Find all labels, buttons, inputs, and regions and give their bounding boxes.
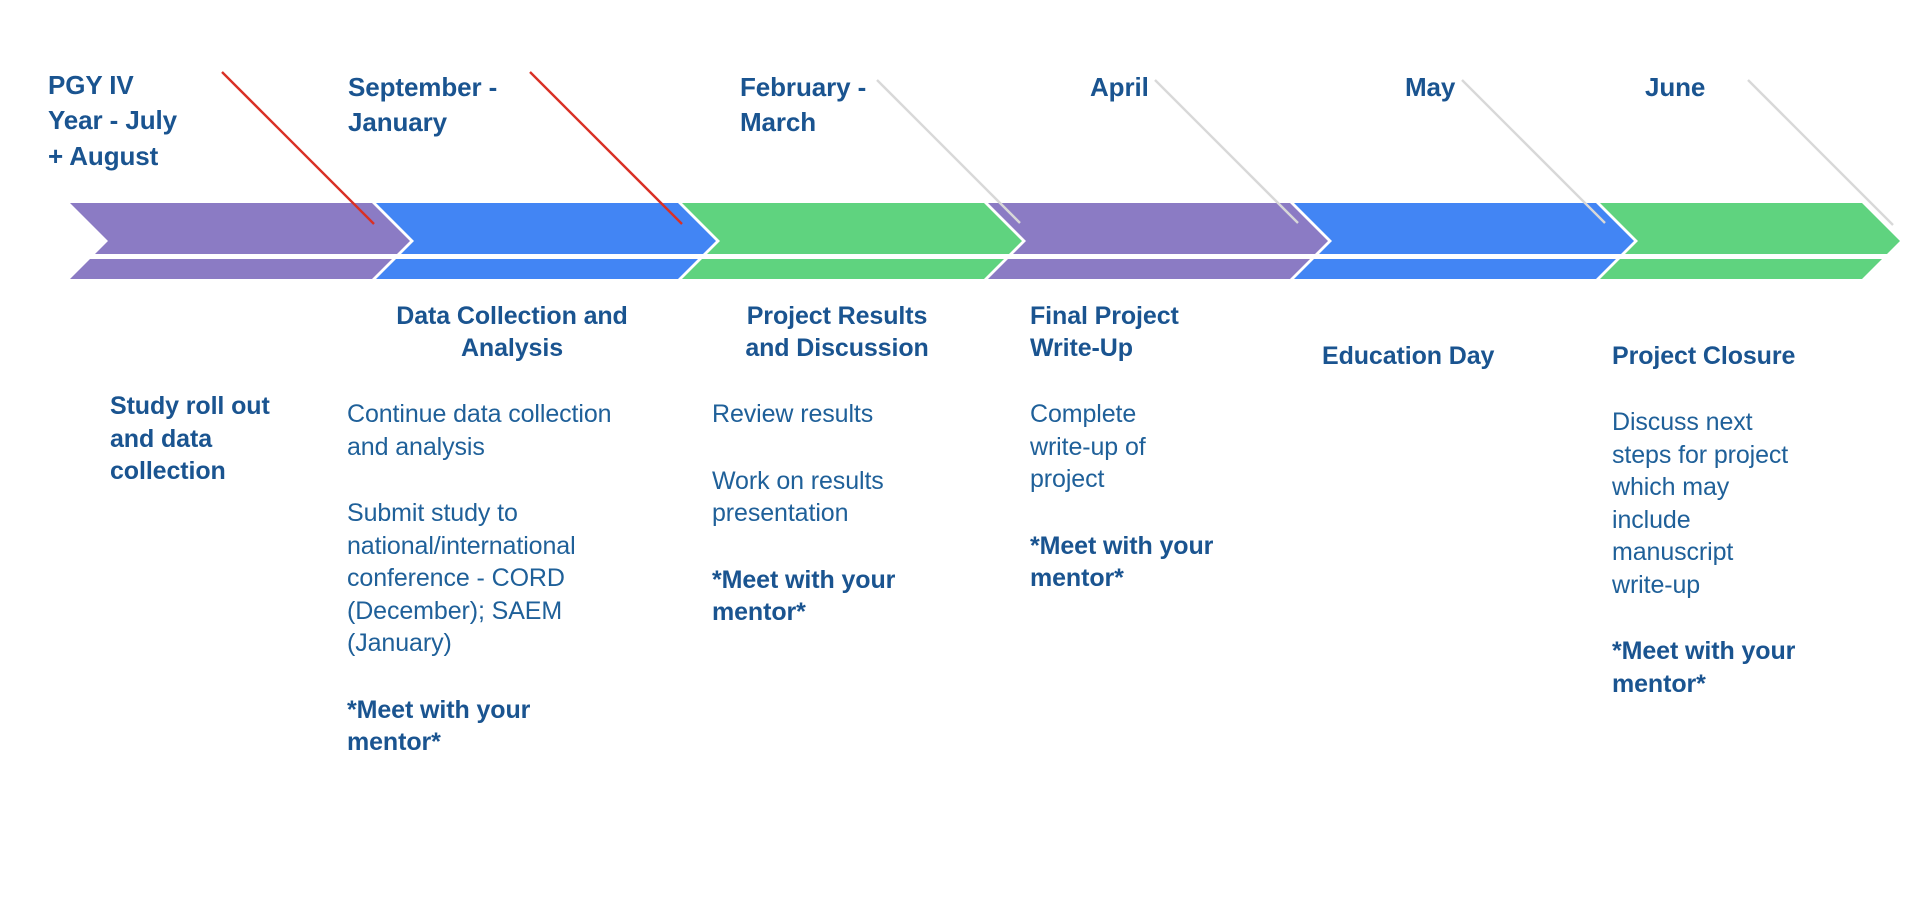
column-february-march-block-2: *Meet with your mentor* [712, 565, 896, 627]
band-segment-5-bottom [1294, 259, 1616, 279]
column-may-heading: Education Day [1322, 342, 1495, 370]
column-february-march-heading: Project Results and Discussion [745, 302, 929, 362]
column-september-january-block-1: Submit study to national/international c… [347, 499, 576, 657]
column-april-heading: Final Project Write-Up [1030, 302, 1179, 362]
period-label-july-august: PGY IV Year - July + August [48, 70, 177, 171]
column-february-march-block-0: Review results [712, 400, 874, 428]
band-segment-1-bottom [70, 259, 392, 279]
band-segment-4-bottom [988, 259, 1310, 279]
column-june-block-0: Discuss next steps for project which may… [1612, 408, 1789, 599]
band-segment-6-bottom [1600, 259, 1882, 279]
column-september-january-block-2: *Meet with your mentor* [347, 695, 531, 757]
column-february-march: Project Results and Discussion Review re… [712, 300, 962, 629]
column-september-january: Data Collection and Analysis Continue da… [347, 300, 677, 759]
column-september-january-block-0: Continue data collection and analysis [347, 400, 612, 461]
column-june-heading: Project Closure [1612, 342, 1796, 370]
column-april-block-0: Complete write-up of project [1030, 400, 1146, 493]
period-label-june: June [1645, 72, 1706, 102]
period-label-may: May [1405, 72, 1456, 102]
column-february-march-block-1: Work on results presentation [712, 466, 884, 528]
period-label-april: April [1090, 72, 1149, 102]
period-label-september-january: September - January [348, 72, 498, 138]
band-segment-2-bottom [376, 259, 698, 279]
column-june-block-1: *Meet with your mentor* [1612, 637, 1796, 698]
column-april: Final Project Write-Up Complete write-up… [1030, 300, 1260, 595]
column-june: Project Closure Discuss next steps for p… [1612, 340, 1842, 700]
column-september-january-heading: Data Collection and Analysis [396, 302, 628, 362]
column-april-block-1: *Meet with your mentor* [1030, 531, 1214, 593]
column-july-august-block-0: Study roll out and data collection [110, 392, 270, 485]
column-july-august: Study roll out and data collection [110, 390, 330, 488]
band-segment-3-bottom [682, 259, 1004, 279]
column-may: Education Day [1322, 340, 1562, 372]
period-label-february-march: February - March [740, 72, 867, 138]
